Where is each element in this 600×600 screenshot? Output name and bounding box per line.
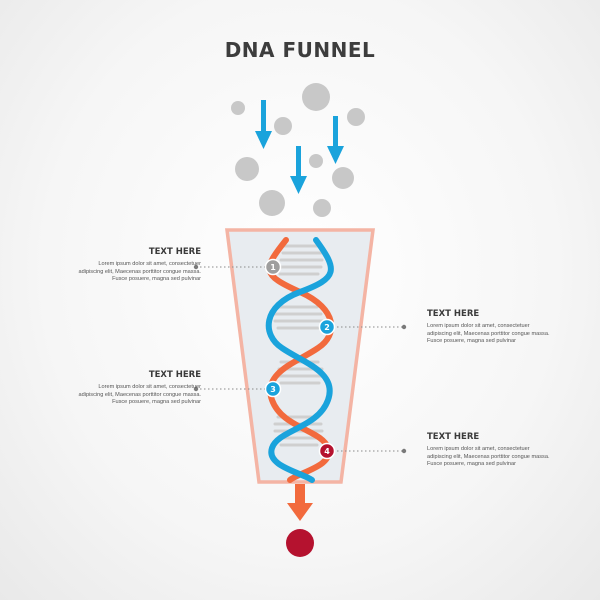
callout-step-2: TEXT HERE Lorem ipsum dolor sit amet, co…	[427, 309, 552, 346]
particle	[235, 157, 259, 181]
particle	[231, 101, 245, 115]
svg-text:1: 1	[270, 263, 276, 272]
callout-heading: TEXT HERE	[148, 370, 201, 380]
step-marker-1: 1	[264, 258, 282, 276]
step-marker-4: 4	[318, 442, 336, 460]
callout-heading: TEXT HERE	[148, 247, 201, 257]
callout-step-3: TEXT HERE Lorem ipsum dolor sit amet, co…	[76, 370, 201, 407]
callout-step-4: TEXT HERE Lorem ipsum dolor sit amet, co…	[427, 432, 552, 469]
step-marker-3: 3	[264, 380, 282, 398]
dna-strand-blue	[265, 237, 334, 483]
callout-body: Lorem ipsum dolor sit amet, consectetuer…	[427, 446, 550, 467]
particle	[302, 83, 330, 111]
callout-heading: TEXT HERE	[427, 309, 480, 319]
output-dot	[286, 529, 314, 557]
callout-heading: TEXT HERE	[427, 432, 480, 442]
output-arrow-icon	[287, 484, 313, 521]
step-marker-2: 2	[318, 318, 336, 336]
svg-text:3: 3	[270, 385, 276, 394]
callout-body: Lorem ipsum dolor sit amet, consectetuer…	[78, 261, 201, 282]
svg-text:2: 2	[324, 323, 330, 332]
page-title: DNA FUNNEL	[224, 38, 376, 62]
particle	[313, 199, 331, 217]
input-arrows	[255, 100, 344, 194]
down-arrow-icon	[255, 100, 272, 149]
particle	[332, 167, 354, 189]
input-particles	[231, 83, 365, 217]
callout-step-1: TEXT HERE Lorem ipsum dolor sit amet, co…	[76, 247, 201, 284]
callout-body: Lorem ipsum dolor sit amet, consectetuer…	[427, 323, 550, 344]
particle	[259, 190, 285, 216]
particle	[274, 117, 292, 135]
svg-text:4: 4	[324, 447, 330, 456]
callout-body: Lorem ipsum dolor sit amet, consectetuer…	[78, 384, 201, 405]
particle	[309, 154, 323, 168]
connector-lines	[193, 264, 407, 454]
particle	[347, 108, 365, 126]
down-arrow-icon	[327, 116, 344, 164]
down-arrow-icon	[290, 146, 307, 194]
